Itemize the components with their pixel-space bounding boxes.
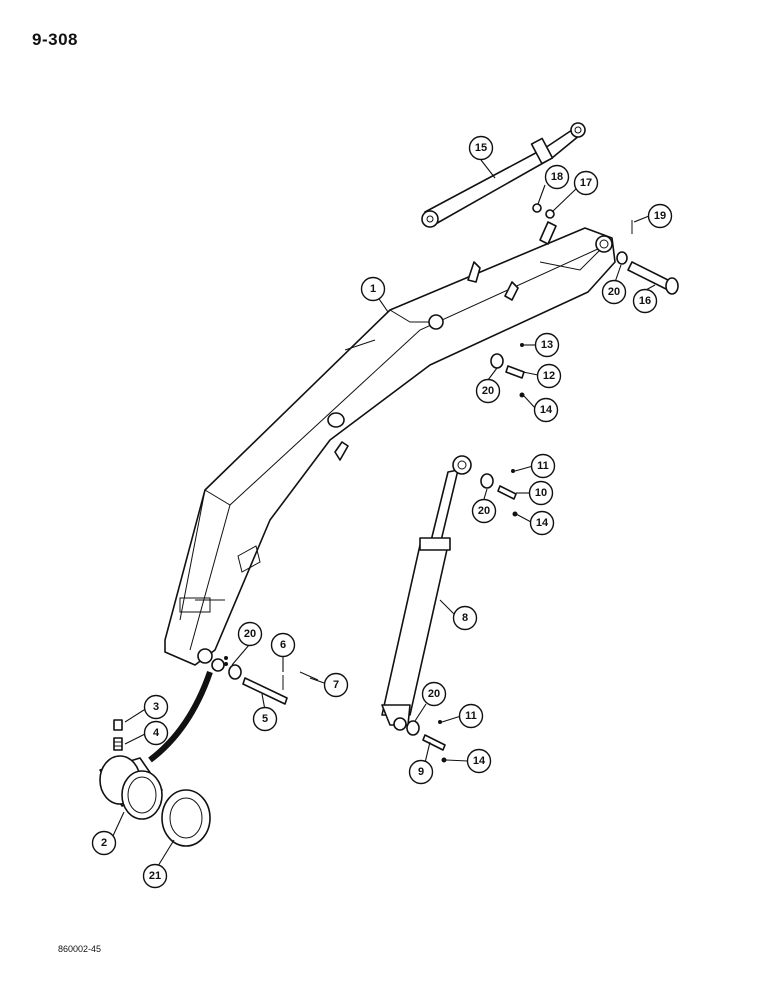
svg-text:11: 11: [537, 460, 549, 472]
callout-3: 3: [143, 694, 169, 720]
callout-10: 10: [528, 480, 554, 506]
callout-16: 16: [632, 288, 658, 314]
svg-text:16: 16: [639, 295, 651, 307]
boom-drawing: [164, 221, 616, 672]
svg-text:6: 6: [280, 639, 286, 651]
svg-text:11: 11: [465, 710, 477, 722]
callout-11: 11: [458, 703, 484, 729]
callout-6: 6: [270, 632, 296, 658]
svg-text:3: 3: [153, 701, 159, 713]
callout-17: 17: [573, 170, 599, 196]
callout-14: 14: [529, 510, 555, 536]
callout-18: 18: [544, 164, 570, 190]
svg-text:1: 1: [370, 283, 376, 295]
callout-14: 14: [533, 397, 559, 423]
svg-text:20: 20: [244, 628, 256, 640]
callout-21: 21: [142, 863, 168, 889]
svg-text:7: 7: [333, 679, 339, 691]
callout-19: 19: [647, 203, 673, 229]
callout-9: 9: [408, 759, 434, 785]
callout-13: 13: [534, 332, 560, 358]
callout-15: 15: [468, 135, 494, 161]
svg-text:13: 13: [541, 339, 553, 351]
svg-text:2: 2: [101, 837, 107, 849]
svg-text:14: 14: [536, 517, 549, 529]
callout-7: 7: [323, 672, 349, 698]
page-number: 9-308: [32, 30, 78, 49]
hardware-drawing: [113, 203, 679, 763]
callout-20: 20: [601, 279, 627, 305]
callout-20: 20: [471, 498, 497, 524]
svg-text:20: 20: [478, 505, 490, 517]
callout-12: 12: [536, 363, 562, 389]
callout-11: 11: [530, 453, 556, 479]
svg-text:20: 20: [608, 286, 620, 298]
svg-text:18: 18: [551, 171, 563, 183]
svg-text:4: 4: [153, 727, 160, 739]
svg-text:20: 20: [428, 688, 440, 700]
svg-text:5: 5: [262, 713, 268, 725]
callout-4: 4: [143, 720, 169, 746]
svg-text:10: 10: [535, 487, 547, 499]
svg-text:15: 15: [475, 142, 487, 154]
figure-code: 860002-45: [58, 944, 102, 954]
callout-20: 20: [237, 621, 263, 647]
svg-text:21: 21: [149, 870, 161, 882]
callout-2: 2: [91, 830, 117, 856]
callout-14: 14: [466, 748, 492, 774]
svg-text:8: 8: [462, 612, 468, 624]
callout-5: 5: [252, 706, 278, 732]
svg-text:9: 9: [418, 766, 424, 778]
svg-text:12: 12: [543, 370, 555, 382]
svg-text:19: 19: [654, 210, 666, 222]
cylinder-8-drawing: [381, 455, 472, 731]
callout-20: 20: [475, 378, 501, 404]
svg-text:14: 14: [473, 755, 486, 767]
svg-text:17: 17: [580, 177, 592, 189]
svg-text:20: 20: [482, 385, 494, 397]
cylinder-15-drawing: [421, 122, 586, 228]
callout-20: 20: [421, 681, 447, 707]
bushing-seal-drawing: [99, 671, 213, 847]
svg-text:14: 14: [540, 404, 553, 416]
callout-8: 8: [452, 605, 478, 631]
callout-1: 1: [360, 276, 386, 302]
